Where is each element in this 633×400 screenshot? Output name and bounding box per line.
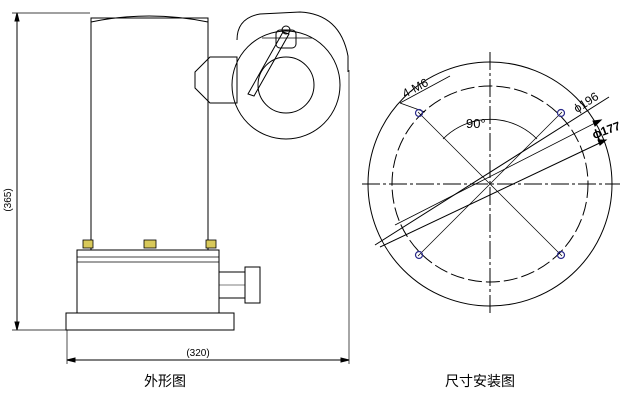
- bolt-spec-label: 4-M6: [400, 75, 431, 100]
- height-dimension: [12, 12, 90, 331]
- angle-label: 90°: [466, 116, 486, 131]
- optics-head: [231, 11, 349, 140]
- mounting-drawing-caption: 尺寸安装图: [445, 374, 515, 390]
- width-dimension: [66, 70, 350, 364]
- outline-drawing-caption: 外形图: [144, 374, 186, 390]
- outline-drawing: [12, 11, 350, 364]
- cylinder-body: [90, 17, 209, 251]
- base-box: [76, 249, 220, 314]
- base-plate: [65, 312, 235, 331]
- width-dimension-label: (320): [186, 348, 209, 359]
- mounting-drawing: [362, 52, 620, 316]
- neck-connector: [194, 56, 238, 104]
- cable-gland: [218, 266, 261, 304]
- mounting-pads: [82, 239, 217, 249]
- height-dimension-label: (365): [3, 188, 14, 211]
- cylinder-top: [90, 15, 209, 23]
- bolt-holes: [414, 108, 566, 260]
